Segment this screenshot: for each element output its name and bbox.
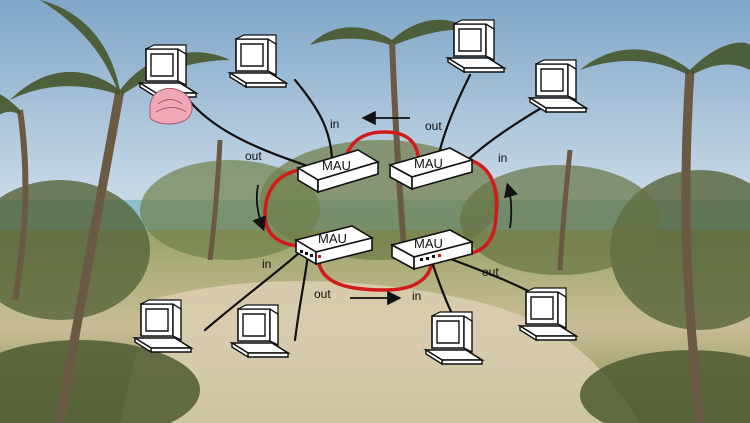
cable-pc2 — [293, 78, 334, 160]
hub-label: MAU — [414, 156, 443, 171]
ring-cable-bottom — [316, 256, 434, 292]
label-bottom-out: out — [314, 287, 331, 301]
hub-label: MAU — [322, 158, 351, 173]
seashell-icon — [149, 87, 193, 125]
label-right-out: out — [482, 265, 499, 279]
label-right-in: in — [498, 151, 507, 165]
mau-hub-bottom-left: MAU — [293, 225, 375, 266]
label-top-in: in — [330, 117, 339, 131]
ring-cables — [263, 130, 499, 292]
hub-label: MAU — [318, 231, 347, 246]
flow-labels: in out out in in out in out — [245, 117, 507, 303]
ring-cable-top — [343, 130, 420, 162]
label-bottom-in: in — [412, 289, 421, 303]
cable-pc5 — [203, 250, 302, 332]
mau-hub-top-left: MAU — [296, 149, 380, 194]
arrow-right — [504, 182, 518, 229]
label-left-out: out — [245, 149, 262, 163]
cable-pc3 — [438, 73, 472, 152]
flow-arrows — [252, 110, 518, 306]
ring-cable-left — [263, 168, 302, 248]
mau-hub-bottom-right: MAU — [389, 229, 475, 271]
station-cables — [183, 73, 557, 342]
mau-hub-top-right: MAU — [387, 147, 475, 191]
label-left-in: in — [262, 257, 271, 271]
ring-cable-right — [453, 158, 499, 257]
cable-pc1 — [183, 93, 307, 167]
label-top-out: out — [425, 119, 442, 133]
arrow-left — [252, 184, 266, 232]
hub-label: MAU — [414, 236, 443, 251]
cable-pc6 — [293, 252, 310, 342]
